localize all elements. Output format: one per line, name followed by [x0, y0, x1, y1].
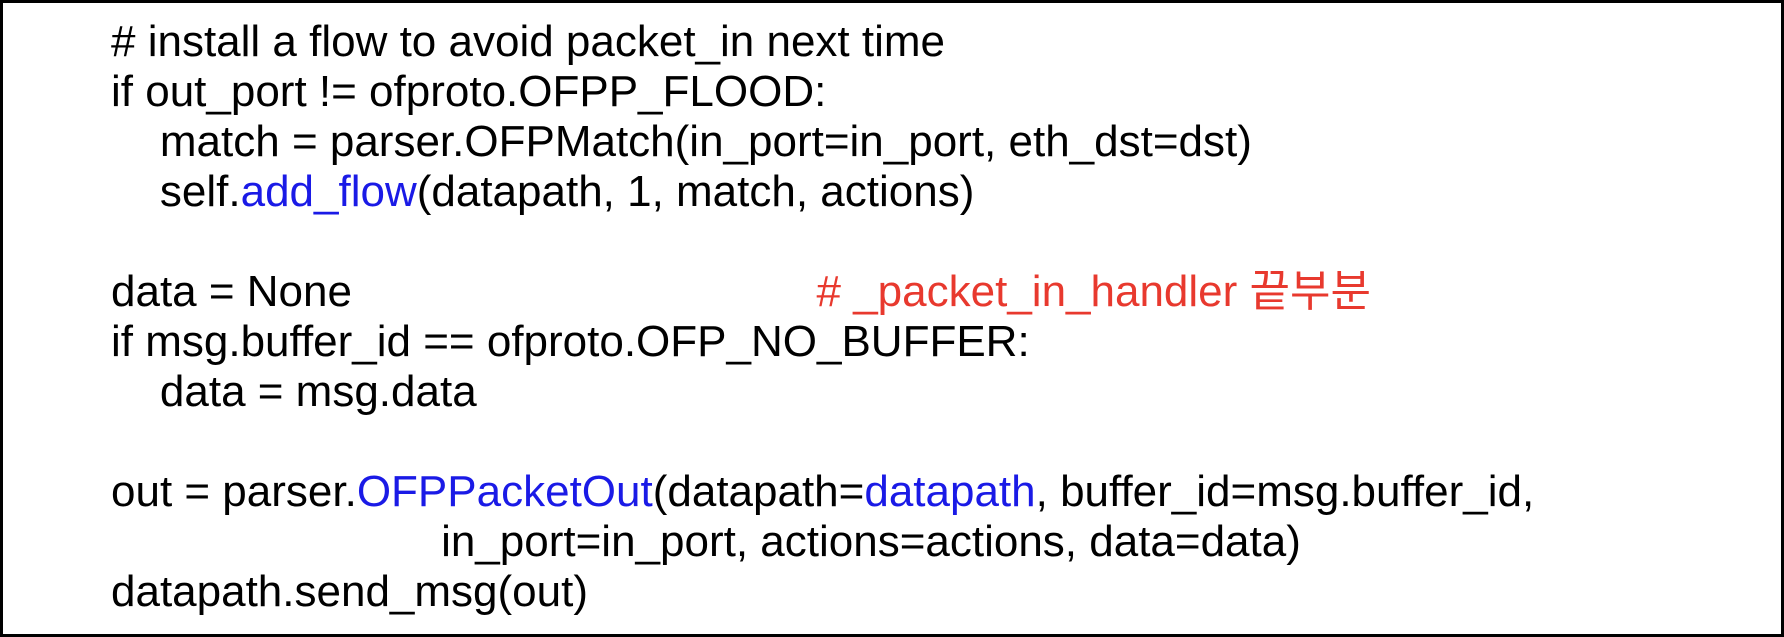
code-line: in_port=in_port, actions=actions, data=d… — [111, 517, 1781, 567]
code-line: if out_port != ofproto.OFPP_FLOOD: — [111, 67, 1781, 117]
code-highlight: add_flow — [240, 167, 417, 216]
code-text: out = parser. — [111, 467, 357, 516]
code-block: # install a flow to avoid packet_in next… — [3, 3, 1781, 617]
code-text: (datapath, 1, match, actions) — [416, 167, 975, 216]
code-line: out = parser.OFPPacketOut(datapath=datap… — [111, 467, 1781, 517]
code-line: match = parser.OFPMatch(in_port=in_port,… — [111, 117, 1781, 167]
code-text — [352, 267, 817, 316]
code-line: # install a flow to avoid packet_in next… — [111, 17, 1781, 67]
code-text: , buffer_id=msg.buffer_id, — [1035, 467, 1535, 516]
code-text: self. — [111, 167, 241, 216]
code-line — [111, 217, 1781, 267]
code-text: datapath.send_msg(out) — [111, 567, 588, 616]
code-text: if out_port != ofproto.OFPP_FLOOD: — [111, 67, 827, 116]
code-text: # install a flow to avoid packet_in next… — [111, 17, 946, 66]
code-comment: # _packet_in_handler 끝부분 — [816, 267, 1371, 316]
code-line: data = None # _packet_in_handler 끝부분 — [111, 267, 1781, 317]
code-text: in_port=in_port, actions=actions, data=d… — [111, 517, 1301, 566]
code-highlight: datapath — [864, 467, 1036, 516]
code-line: data = msg.data — [111, 367, 1781, 417]
code-text: data = msg.data — [111, 367, 477, 416]
code-text: (datapath= — [652, 467, 865, 516]
code-text: match = parser.OFPMatch(in_port=in_port,… — [111, 117, 1252, 166]
code-line: if msg.buffer_id == ofproto.OFP_NO_BUFFE… — [111, 317, 1781, 367]
code-text: data = None — [111, 267, 352, 316]
code-line — [111, 417, 1781, 467]
code-line: datapath.send_msg(out) — [111, 567, 1781, 617]
code-line: self.add_flow(datapath, 1, match, action… — [111, 167, 1781, 217]
code-text: if msg.buffer_id == ofproto.OFP_NO_BUFFE… — [111, 317, 1030, 366]
code-highlight: OFPPacketOut — [356, 467, 653, 516]
